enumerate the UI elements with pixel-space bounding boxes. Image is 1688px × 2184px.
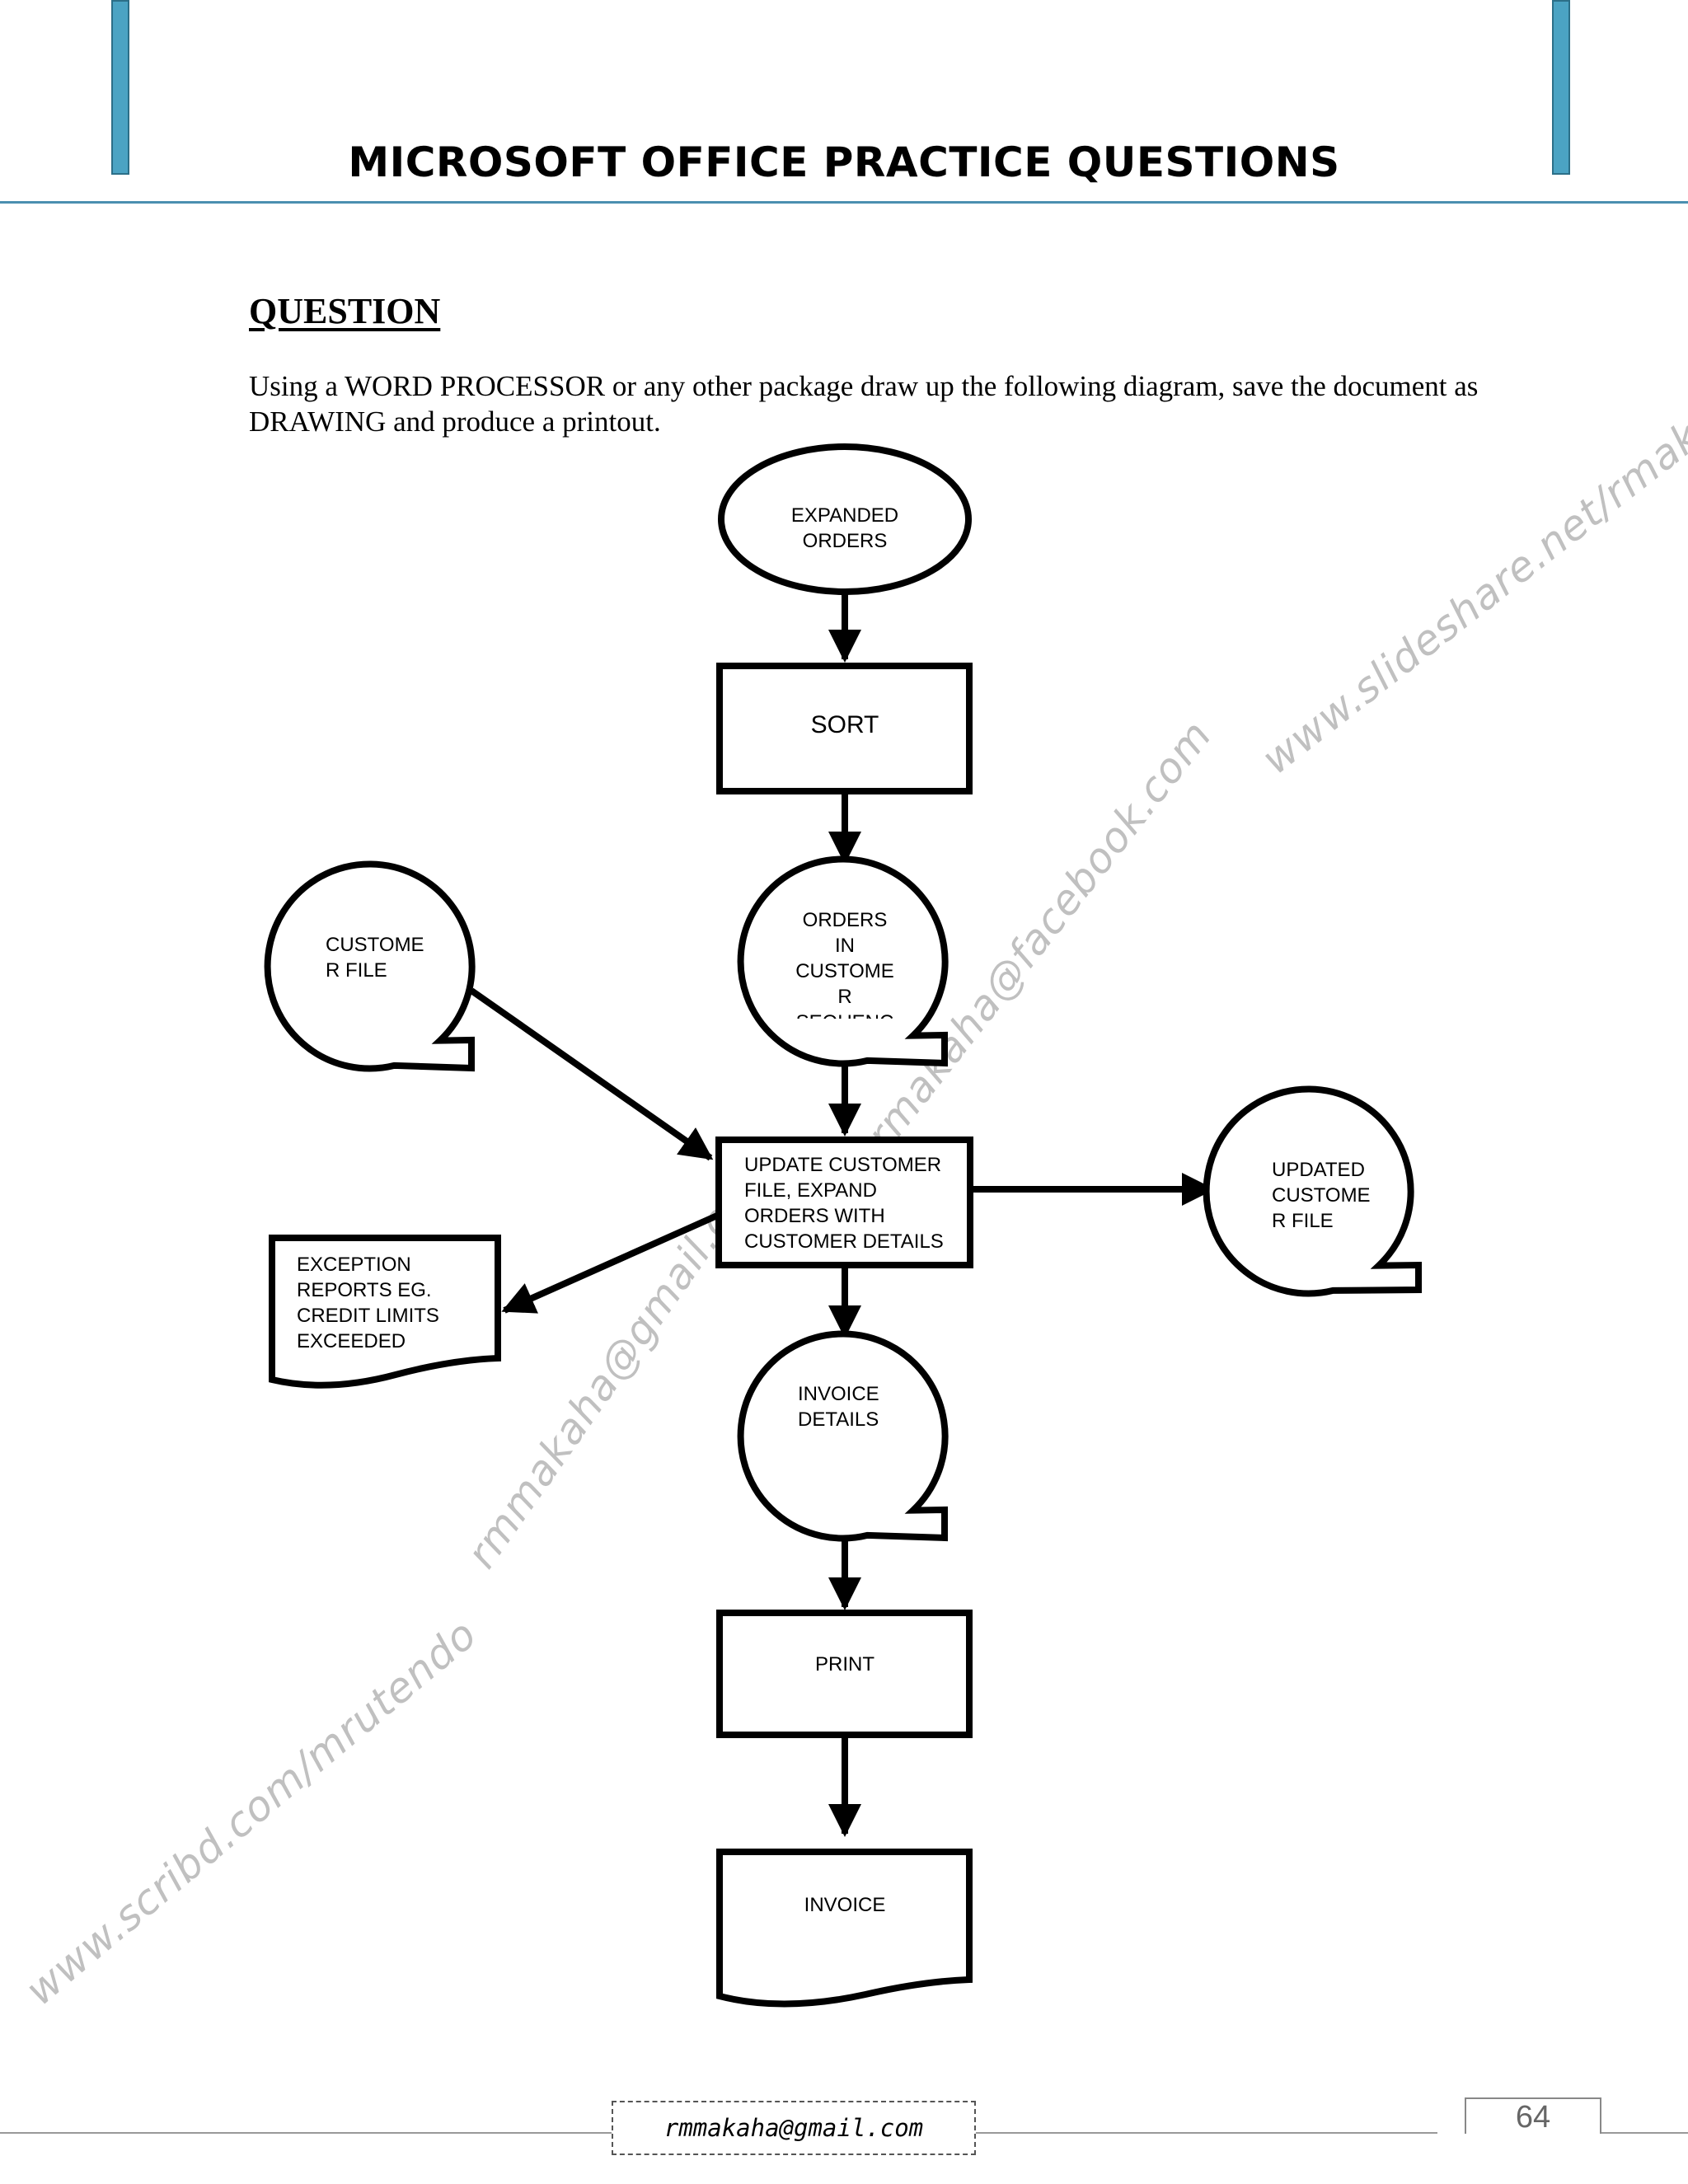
print-process bbox=[716, 1610, 973, 1738]
footer-rule-right bbox=[976, 2132, 1437, 2134]
header-rule bbox=[0, 201, 1688, 204]
customer-file-storage bbox=[264, 860, 476, 1072]
update-customer-file-label: UPDATE CUSTOMER FILE, EXPAND ORDERS WITH… bbox=[744, 1154, 944, 1253]
update-customer-file-process bbox=[715, 1137, 973, 1268]
updated-customer-file-storage bbox=[1203, 1085, 1422, 1297]
footer-rule-left bbox=[0, 2132, 612, 2134]
print-label: PRINT bbox=[815, 1653, 874, 1675]
page-number-tab bbox=[1465, 2097, 1601, 2134]
connector-customer-file-to-update bbox=[469, 987, 714, 1161]
question-heading: QUESTION bbox=[249, 291, 441, 331]
footer-rule-end bbox=[1601, 2132, 1688, 2134]
header-accent-bar-right bbox=[1552, 0, 1570, 175]
footer-email: rmmakaha@gmail.com bbox=[612, 2101, 976, 2155]
sort-process bbox=[716, 663, 973, 794]
orders-in-customer-sequence-label: ORDERS IN CUSTOME R SEQUENC bbox=[795, 909, 894, 1019]
exception-reports-label: EXCEPTION REPORTS EG. CREDIT LIMITS EXCE… bbox=[297, 1254, 439, 1349]
page-number: 64 bbox=[1515, 2100, 1551, 2135]
question-instructions: Using a WORD PROCESSOR or any other pack… bbox=[249, 370, 1479, 438]
expanded-orders-label: EXPANDED ORDERS bbox=[790, 504, 899, 552]
orders-in-customer-sequence-storage bbox=[737, 855, 949, 1067]
exception-reports-document bbox=[269, 1235, 501, 1389]
updated-customer-file-label: UPDATED CUSTOME R FILE bbox=[1272, 1159, 1371, 1232]
sort-label: SORT bbox=[810, 712, 879, 738]
header-accent-bar-left bbox=[111, 0, 129, 175]
customer-file-label: CUSTOME R FILE bbox=[326, 934, 424, 982]
expanded-orders-terminator bbox=[718, 443, 972, 595]
invoice-label: INVOICE bbox=[804, 1894, 886, 1916]
invoice-details-label: INVOICE DETAILS bbox=[798, 1383, 879, 1431]
page-title: MICROSOFT OFFICE PRACTICE QUESTIONS bbox=[348, 138, 1340, 186]
connector-update-to-exception bbox=[501, 1212, 719, 1314]
invoice-details-storage bbox=[737, 1330, 949, 1542]
invoice-document bbox=[716, 1849, 973, 2008]
